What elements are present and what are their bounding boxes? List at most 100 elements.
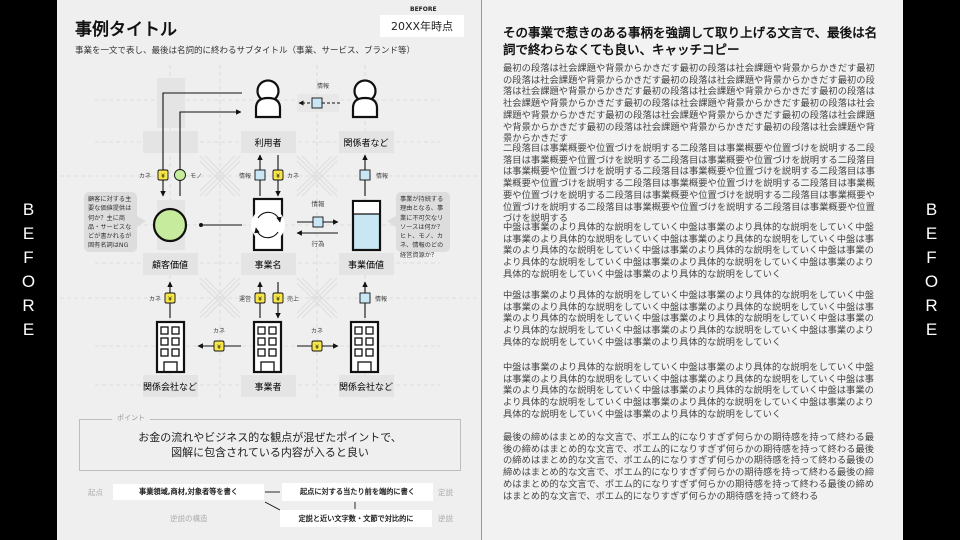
flow-label-goods: モノ — [190, 173, 202, 180]
flow-label-money: カネ — [139, 173, 151, 180]
node-label-box — [339, 375, 394, 397]
node-stakeholder: 関係者など — [343, 138, 388, 149]
yen-icon — [311, 340, 323, 352]
yen-icon — [272, 292, 284, 304]
paradox-label: 逆説 — [438, 514, 453, 523]
yen-glyph: ¥ — [258, 296, 262, 303]
flow-label-info: 情報 — [317, 82, 329, 90]
article-paragraph: 最後の締めはまとめ的な文言で、ポエム的になりすぎず何らかの期待感を持って終わる最… — [503, 432, 875, 502]
thesis-label: 定説 — [438, 488, 453, 497]
point-label: ポイント — [112, 413, 150, 423]
yen-icon — [157, 169, 169, 181]
right-page — [482, 0, 903, 540]
start-box: 事業領域,商材,対象者等を書く — [113, 484, 264, 500]
customer-value-icon — [152, 207, 188, 243]
info-icon — [312, 216, 324, 228]
node-label-box — [143, 253, 198, 275]
info-icon — [311, 97, 323, 109]
yen-glyph: ¥ — [168, 296, 172, 303]
business-value-container-icon — [351, 199, 382, 252]
node-customer-value: 顧客価値 — [152, 259, 188, 271]
partner-building-icon — [155, 320, 186, 374]
page-divider — [481, 0, 482, 540]
node-label-box — [143, 375, 198, 397]
info-icon — [359, 169, 371, 181]
flow-label-money: カネ — [311, 328, 323, 335]
flow-label-operation: 運営 — [239, 295, 251, 303]
point-line: 図解に包含されている内容が入ると良い — [171, 446, 369, 459]
node-business-value: 事業価値 — [348, 259, 384, 271]
side-letter: E — [22, 224, 35, 243]
yen-glyph: ¥ — [276, 296, 280, 303]
side-letter: O — [21, 272, 36, 291]
node-label-box — [241, 131, 296, 153]
side-letter: F — [23, 248, 34, 267]
flow-label-money: カネ — [287, 173, 299, 180]
article-paragraph: 二段落目は事業概要や位置づけを説明する二段落目は事業概要や位置づけを説明する二段… — [503, 143, 875, 225]
flow-label-info: 情報 — [239, 172, 251, 180]
flow-label-action: 行為 — [312, 239, 326, 248]
paradox-structure-label: 逆説の構造 — [170, 514, 208, 523]
thesis-box: 起点に対する当たり前を端的に書く — [282, 483, 433, 501]
yen-glyph: ¥ — [217, 344, 221, 351]
guide-crosses — [199, 155, 338, 319]
info-icon — [359, 292, 371, 304]
side-letter: F — [926, 248, 937, 267]
node-operator: 事業者 — [254, 381, 281, 393]
yen-icon — [254, 292, 266, 304]
node-user: 利用者 — [254, 137, 281, 149]
node-label-box — [241, 375, 296, 397]
side-letter: B — [22, 200, 35, 219]
stakeholder-person-icon — [351, 79, 379, 119]
yen-icon — [272, 169, 284, 181]
left-before-bar: B E F O R E — [0, 0, 57, 540]
yen-icon — [213, 340, 225, 352]
point-line: お金の流れやビジネス的な観点が混ぜたポイントで、 — [138, 431, 402, 444]
node-partner-right: 関係会社など — [339, 381, 393, 393]
side-letter: R — [925, 296, 938, 315]
flow-label-money: カネ — [149, 296, 161, 303]
goods-icon — [174, 169, 186, 181]
node-label-box — [339, 131, 394, 153]
side-letter: E — [925, 224, 938, 243]
article-paragraph: 中盤は事業のより具体的な説明をしていく中盤は事業のより具体的な説明をしていく中盤… — [503, 290, 874, 348]
operator-building-icon — [252, 320, 283, 374]
side-letter: E — [925, 320, 938, 339]
flow-label-sales: 売上 — [287, 295, 299, 303]
yen-glyph: ¥ — [315, 344, 319, 351]
node-label-box — [339, 253, 394, 275]
flow-label-info: 情報 — [312, 199, 326, 208]
info-icon — [254, 169, 266, 181]
business-cycle-icon — [251, 197, 285, 252]
side-letter: R — [22, 296, 35, 315]
article-paragraph: 中盤は事業のより具体的な説明をしていく中盤は事業のより具体的な説明をしていく中盤… — [503, 222, 874, 280]
customer-value-note: 顧客に対する主要な価値提供は何か？主に商品・サービスなどが書かれるが固有名詞はN… — [84, 192, 137, 252]
start-label: 起点 — [88, 488, 103, 497]
partner-building-icon — [349, 320, 380, 374]
yen-icon — [164, 292, 176, 304]
faded-placeholder — [157, 78, 185, 128]
point-box — [79, 419, 461, 471]
node-partner-left: 関係会社など — [143, 381, 197, 393]
paradox-box: 定説と近い文字数・文節で対比的に — [280, 510, 432, 527]
faded-placeholder — [143, 131, 198, 153]
page-title: 事例タイトル — [75, 20, 177, 40]
user-person-icon — [254, 79, 282, 119]
article-paragraph: 中盤は事業のより具体的な説明をしていく中盤は事業のより具体的な説明をしていく中盤… — [503, 362, 874, 420]
article-paragraph: 最初の段落は社会課題や背景からかきだす最初の段落は社会課題や背景からかきだす最初… — [503, 63, 875, 145]
yen-glyph: ¥ — [276, 173, 280, 180]
flow-label-info: 情報 — [376, 172, 388, 180]
yen-glyph: ¥ — [161, 173, 165, 180]
side-letter: B — [925, 200, 938, 219]
date-box: 20XX年時点 — [380, 15, 464, 37]
subtitle: 事業を一文で表し、最後は名詞的に終わるサブタイトル（事業、サービス、ブランド等） — [75, 46, 416, 56]
before-label: BEFORE — [410, 6, 437, 13]
article-heading: その事業で惹きのある事柄を強調して取り上げる文言で、最後は名詞で終わらなくても良… — [503, 25, 878, 57]
node-business-name: 事業名 — [254, 259, 281, 271]
flow-label-info: 情報 — [375, 295, 387, 303]
side-letter: O — [924, 272, 939, 291]
node-label-box — [241, 253, 296, 275]
right-before-bar: B E F O R E — [903, 0, 960, 540]
side-letter: E — [22, 320, 35, 339]
